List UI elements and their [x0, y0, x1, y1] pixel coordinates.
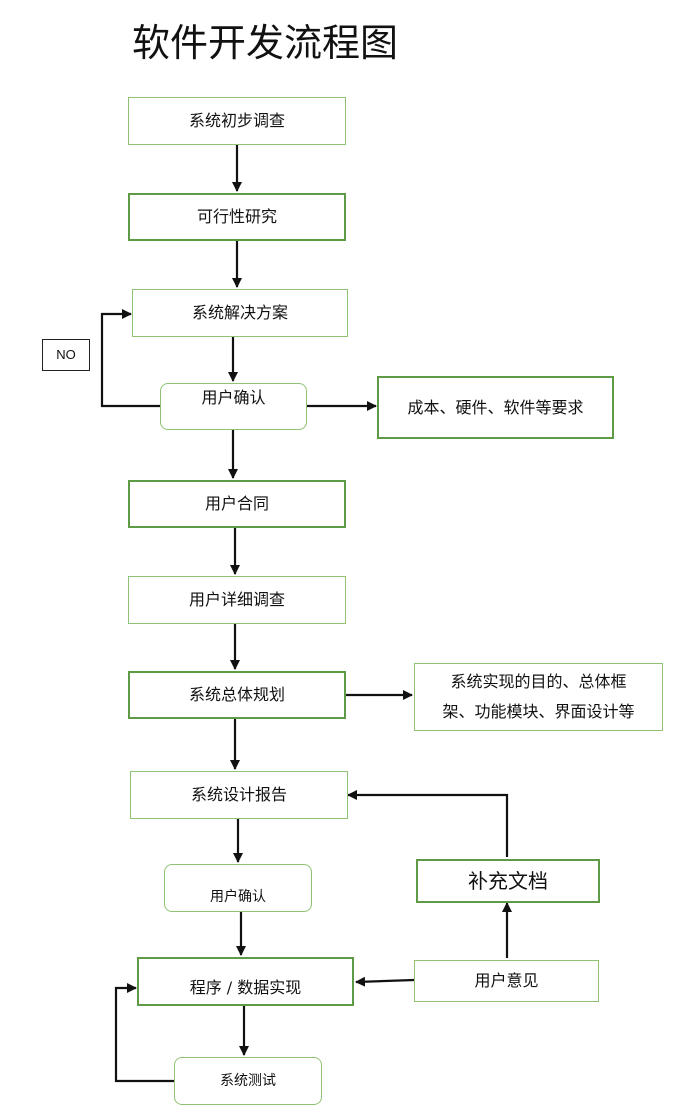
plan-details-note: 系统实现的目的、总体框 架、功能模块、界面设计等 — [414, 663, 663, 731]
step-overall-plan: 系统总体规划 — [128, 671, 346, 719]
step-solution: 系统解决方案 — [132, 289, 348, 337]
plan-details-line2: 架、功能模块、界面设计等 — [442, 702, 635, 721]
step-user-confirm-2-label: 用户确认 — [210, 889, 266, 905]
no-label: NO — [42, 339, 90, 371]
step-user-confirm: 用户确认 — [160, 383, 307, 430]
plan-details-line1: 系统实现的目的、总体框 — [450, 672, 627, 691]
step-user-feedback: 用户意见 — [414, 960, 599, 1002]
step-user-confirm-2: 用户确认 — [164, 864, 312, 912]
step-supplement-docs: 补充文档 — [416, 859, 600, 903]
step-user-confirm-label: 用户确认 — [201, 388, 266, 407]
step-initial-survey: 系统初步调查 — [128, 97, 346, 145]
step-system-test: 系统测试 — [174, 1057, 322, 1105]
arrow-feedback-to-impl — [355, 976, 415, 987]
step-user-contract: 用户合同 — [128, 480, 346, 528]
arrow-supplement-to-report — [347, 790, 509, 857]
step-implementation: 程序 / 数据实现 — [137, 957, 354, 1006]
step-detailed-survey: 用户详细调查 — [128, 576, 346, 624]
step-design-report: 系统设计报告 — [130, 771, 348, 819]
step-feasibility-study: 可行性研究 — [128, 193, 346, 241]
page-title: 软件开发流程图 — [132, 21, 399, 65]
cost-requirements-note: 成本、硬件、软件等要求 — [377, 376, 614, 439]
